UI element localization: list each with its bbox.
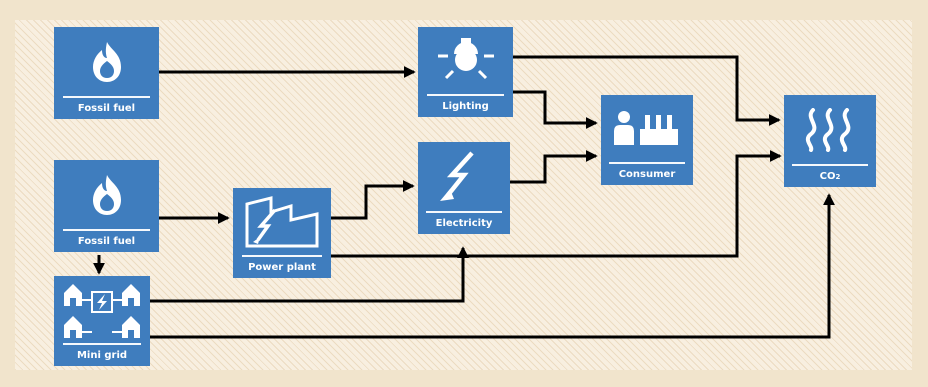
arrow-mini-grid-to-co2 xyxy=(149,193,835,339)
emission-waves-icon xyxy=(805,107,851,152)
flame-icon xyxy=(92,41,121,82)
arrow-lighting-to-co2 xyxy=(512,55,781,126)
node-label: Fossil fuel xyxy=(77,235,136,247)
divider xyxy=(609,162,685,164)
arrow-lighting-to-consumer xyxy=(512,90,598,129)
divider xyxy=(63,96,150,98)
co2-label: CO xyxy=(819,170,836,182)
power-plant-icon xyxy=(245,195,319,247)
node-label: Mini grid xyxy=(76,349,128,361)
node-label: Consumer xyxy=(618,168,676,180)
divider xyxy=(63,229,150,231)
arrow-mini-grid-to-electricity xyxy=(149,246,469,303)
node-label: Power plant xyxy=(248,261,316,273)
divider xyxy=(426,211,502,213)
fossil-fuel-box: Fossil fuel xyxy=(54,27,159,119)
power-plant-box: Power plant xyxy=(233,188,331,278)
node-label: Fossil fuel xyxy=(77,102,136,114)
lightning-bolt-icon xyxy=(440,150,474,201)
fossil-fuel-box: Fossil fuel xyxy=(54,160,159,252)
flame-icon xyxy=(92,174,121,215)
arrow-power-plant-to-co2 xyxy=(330,150,782,258)
arrow-power-plant-to-electricity xyxy=(330,180,415,220)
node-label: Lighting xyxy=(442,100,489,112)
mini-grid-houses-icon xyxy=(64,283,140,338)
mini-grid-box: Mini grid xyxy=(54,276,150,366)
light-bulb-icon xyxy=(437,37,494,79)
divider xyxy=(62,343,142,345)
node-label: Electricity xyxy=(435,217,493,229)
lighting-box: Lighting xyxy=(418,27,513,117)
arrow-electricity-to-consumer xyxy=(510,150,598,184)
divider xyxy=(792,164,868,166)
consumer-factory-icon xyxy=(614,110,678,145)
consumer-box: Consumer xyxy=(601,95,693,185)
divider xyxy=(241,255,323,257)
electricity-box: Electricity xyxy=(418,142,510,234)
divider xyxy=(426,94,505,96)
